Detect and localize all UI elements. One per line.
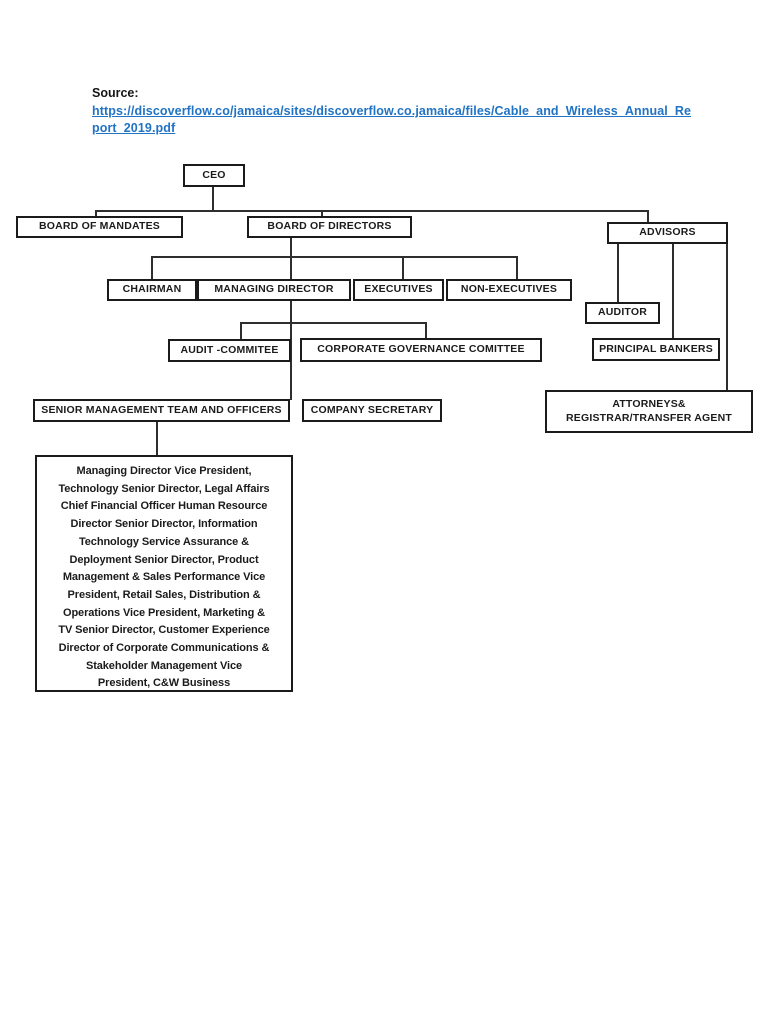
source-url-line-2[interactable]: port_2019.pdf [92,120,176,135]
org-node-label: EXECUTIVES [364,283,433,296]
org-node-label: Director of Corporate Communications & [58,642,270,655]
connector-line-advisors-to-attorneys [726,244,728,391]
org-node-ceo: CEO [183,164,245,187]
org-node-board-of-directors: BOARD OF DIRECTORS [247,216,412,238]
connector-line-senior-down [156,421,158,456]
org-node-label: SENIOR MANAGEMENT TEAM AND OFFICERS [41,403,282,416]
org-node-executives: EXECUTIVES [353,279,444,301]
org-node-label: NON-EXECUTIVES [460,283,558,296]
org-node-label: PRINCIPAL BANKERS [599,342,713,355]
org-node-label: AUDITOR [597,306,648,319]
connector-line-audit-bracket [240,322,427,324]
connector-line-main-line-to-senior [290,322,292,400]
org-node-managing-director: MANAGING DIRECTOR [197,279,351,301]
org-node-senior-management-team: SENIOR MANAGEMENT TEAM AND OFFICERS [33,399,290,422]
org-node-audit-commitee: AUDIT -COMMITEE [168,339,291,362]
org-node-label: President, C&W Business [97,677,231,690]
org-node-chairman: CHAIRMAN [107,279,197,301]
org-node-advisors: ADVISORS [607,222,728,244]
org-node-label: Managing Director Vice President, [76,465,252,477]
org-node-label: Stakeholder Management Vice [85,659,243,672]
org-node-label: BOARD OF MANDATES [38,220,161,233]
connector-line-drop-mandates [95,210,97,217]
org-node-label: REGISTRAR/TRANSFER AGENT [566,411,732,424]
org-node-corporate-governance-comittee: CORPORATE GOVERNANCE COMITTEE [300,338,542,362]
org-node-label: Management & Sales Performance Vice [62,571,266,584]
connector-line-top-horizontal [95,210,649,212]
connector-line-drop-corporate [425,322,427,339]
org-node-label: CORPORATE GOVERNANCE COMITTEE [317,343,525,356]
org-node-label: Chief Financial Officer Human Resource [60,500,268,513]
org-node-label: Director Senior Director, Information [70,518,258,531]
connector-line-advisors-to-bankers [672,244,674,339]
source-link[interactable]: https://discoverflow.co/jamaica/sites/di… [92,103,720,136]
connector-line-drop-audit [240,322,242,340]
org-node-label: Deployment Senior Director, Product [69,553,259,566]
org-node-attorneys-registrar: ATTORNEYS&REGISTRAR/TRANSFER AGENT [545,390,753,433]
connector-line-drop-chairman [151,256,153,280]
org-node-label: ATTORNEYS& [612,398,686,411]
org-node-senior-management-detail: Managing Director Vice President, Technol… [35,455,293,692]
org-node-label: President, Retail Sales, Distribution & [67,588,261,601]
org-node-non-executives: NON-EXECUTIVES [446,279,572,301]
org-node-label: Technology Senior Director, Legal Affair… [58,482,270,495]
org-node-label: Technology Service Assurance & [78,535,249,548]
connector-line-md-down [290,301,292,323]
org-node-company-secretary: COMPANY SECRETARY [302,399,442,422]
org-node-label: MANAGING DIRECTOR [214,283,334,296]
connector-line-drop-advisors [647,210,649,223]
org-node-label: TV Senior Director, Customer Experience [58,624,270,637]
org-node-label: Operations Vice President, Marketing & [62,606,265,619]
org-node-label: CEO [202,168,226,181]
source-url-line-1[interactable]: https://discoverflow.co/jamaica/sites/di… [92,104,692,118]
org-node-auditor: AUDITOR [585,302,660,324]
org-node-principal-bankers: PRINCIPAL BANKERS [592,338,720,361]
connector-line-drop-executives [402,256,404,280]
connector-line-row-bracket [151,256,518,258]
org-node-label: CHAIRMAN [122,283,182,296]
org-node-label: ADVISORS [639,226,696,239]
connector-line-drop-non-executives [516,256,518,280]
source-label: Source: [92,86,139,100]
connector-line-drop-directors [321,210,323,217]
org-node-label: AUDIT -COMMITEE [180,343,279,356]
connector-line-advisors-to-auditor [617,244,619,303]
connector-line-drop-managing-director [290,256,292,280]
connector-line-ceo-down [212,187,214,211]
org-node-board-of-mandates: BOARD OF MANDATES [16,216,183,238]
source-block: Source: https://discoverflow.co/jamaica/… [92,86,720,136]
org-node-label: COMPANY SECRETARY [310,403,434,416]
connector-line-directors-down [290,238,292,258]
org-node-label: BOARD OF DIRECTORS [267,220,392,233]
